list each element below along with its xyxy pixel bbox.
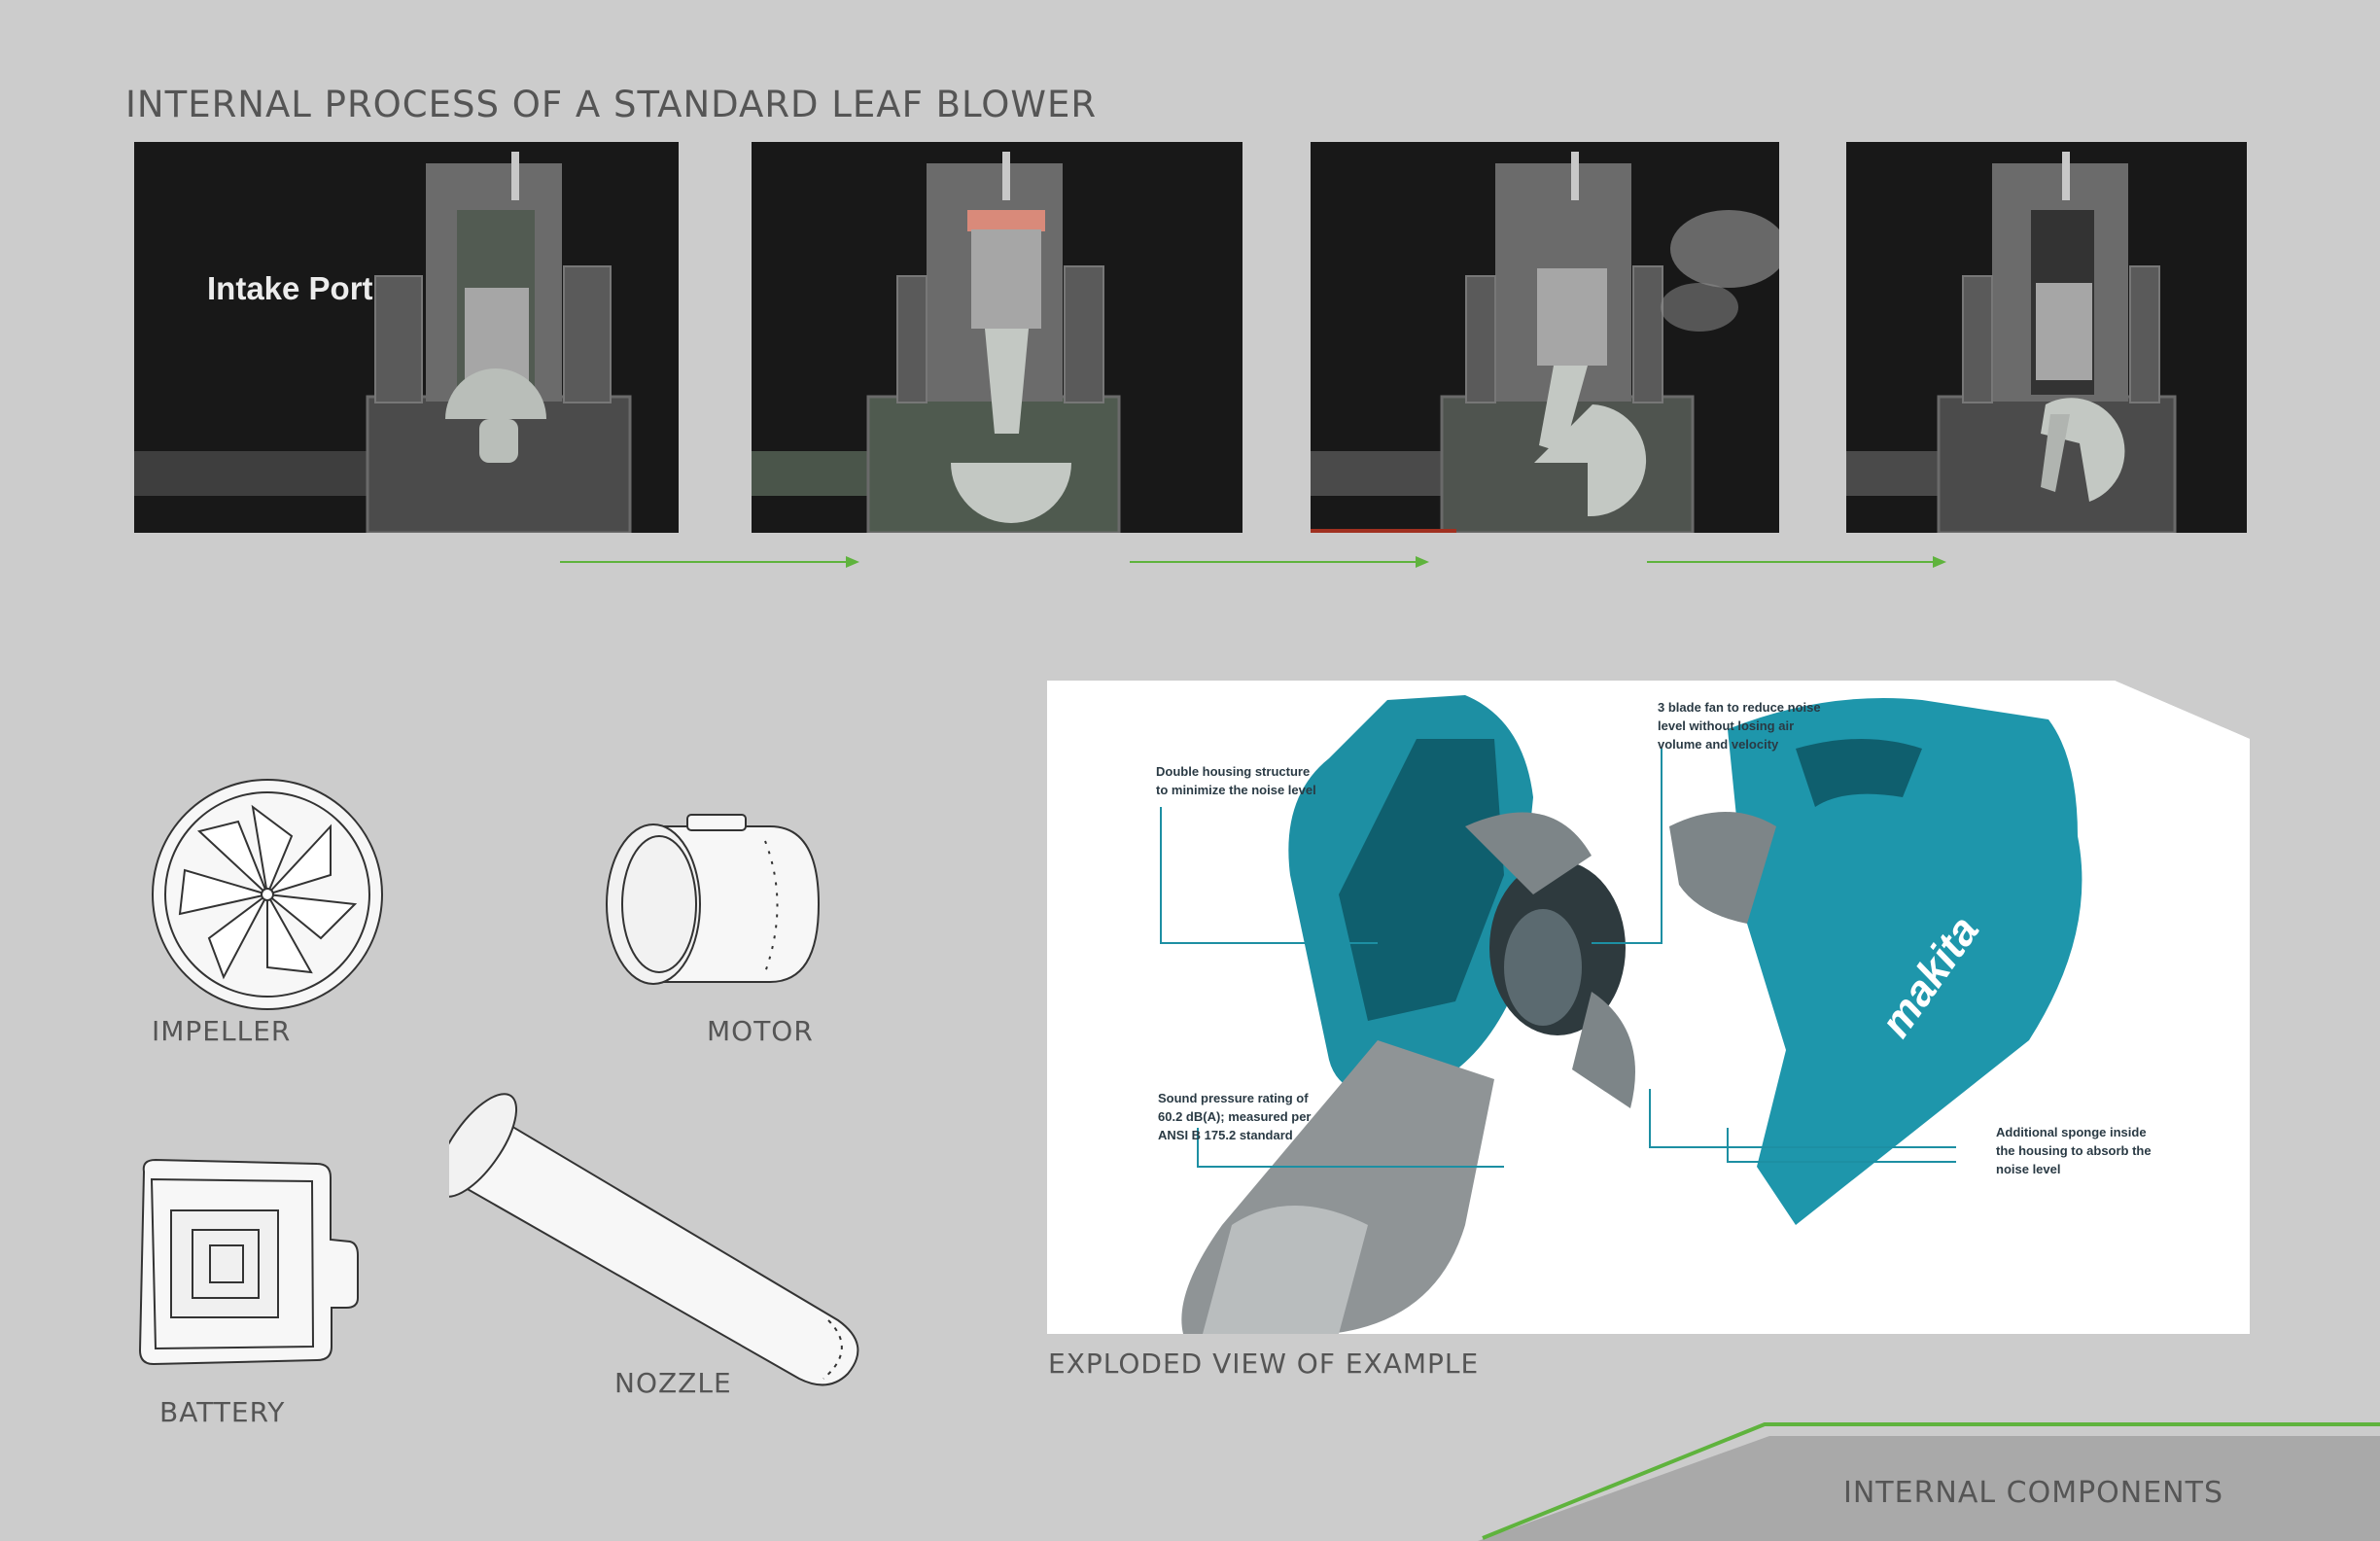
engine-cross-section-3 xyxy=(1311,142,1779,533)
battery-sketch xyxy=(132,1152,366,1381)
impeller-sketch xyxy=(146,778,389,1011)
process-frame-exhaust xyxy=(1846,142,2247,533)
motor-sketch xyxy=(595,807,823,1001)
battery-label: BATTERY xyxy=(159,1396,286,1428)
page-title: INTERNAL PROCESS OF A STANDARD LEAF BLOW… xyxy=(125,84,1098,125)
callout-three-blade-fan: 3 blade fan to reduce noise level withou… xyxy=(1658,700,1821,752)
exploded-view-image: makita Double housing structure to minim… xyxy=(1047,681,2250,1334)
process-arrow-3 xyxy=(1647,552,1948,572)
engine-cross-section-2 xyxy=(752,142,1242,533)
motor-label: MOTOR xyxy=(707,1015,814,1047)
intake-port-label: Intake Port xyxy=(207,270,373,306)
footer-band: INTERNAL COMPONENTS xyxy=(1478,1419,2380,1541)
exploded-view-caption: EXPLODED VIEW OF EXAMPLE xyxy=(1048,1348,1480,1380)
nozzle-sketch xyxy=(435,1077,869,1393)
callout-double-housing: Double housing structure to minimize the… xyxy=(1156,764,1316,797)
process-frame-intake: Intake Port xyxy=(134,142,679,533)
impeller-label: IMPELLER xyxy=(152,1015,292,1047)
process-arrow-1 xyxy=(560,552,861,572)
callout-sound-pressure: Sound pressure rating of 60.2 dB(A); mea… xyxy=(1158,1091,1312,1142)
blower-exploded-illustration: makita xyxy=(1047,681,2250,1334)
engine-cross-section-4 xyxy=(1846,142,2247,533)
process-frame-combustion xyxy=(1311,142,1779,533)
engine-cross-section-1 xyxy=(134,142,679,533)
process-arrow-2 xyxy=(1130,552,1431,572)
process-frame-compression xyxy=(752,142,1242,533)
nozzle-label: NOZZLE xyxy=(614,1367,732,1399)
footer-section-label: INTERNAL COMPONENTS xyxy=(1843,1476,2223,1510)
callout-sponge: Additional sponge inside the housing to … xyxy=(1996,1125,2152,1176)
